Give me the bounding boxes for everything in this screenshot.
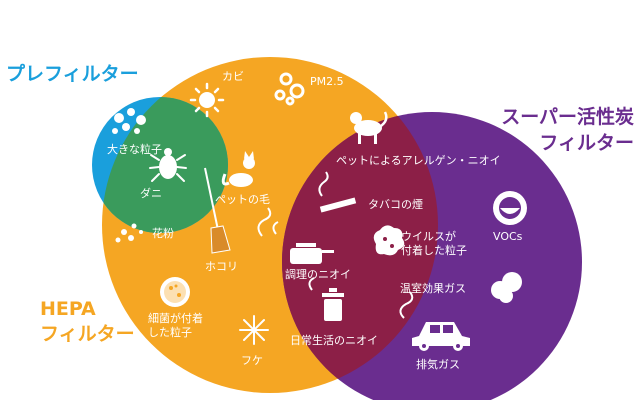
bacteria-label-line1: 細菌が付着 [148, 311, 203, 325]
vocs-icon [493, 191, 527, 225]
pet-allergen-label: ペットによるアレルゲン・ニオイ [336, 154, 501, 167]
bacteria-icon [160, 277, 190, 307]
dust-label: ホコリ [205, 260, 238, 273]
pollen-icon [115, 223, 143, 243]
pm25-label: PM2.5 [310, 75, 344, 88]
trash-can-icon [308, 277, 344, 321]
pet-hair-label: ペットの毛 [215, 193, 270, 206]
dog-icon [350, 111, 388, 144]
virus-label-line1: ウイルスが [401, 229, 456, 243]
virus-label-line2: 付着した粒子 [401, 243, 467, 257]
greenhouse-gas-icon [491, 272, 522, 303]
hepa-title-line1: HEPA [40, 298, 96, 320]
pm25-icon [274, 72, 305, 106]
hepa-carbon-overlap [282, 112, 438, 393]
cat-icon [221, 151, 255, 187]
carbon-title-line2: フィルター [539, 132, 634, 154]
daily-odor-label: 日常生活のニオイ [290, 333, 378, 347]
mite-icon [149, 148, 187, 182]
greenhouse-gas-label: 温室効果ガス [400, 281, 466, 295]
mold-icon [189, 82, 225, 118]
hepa-title-line2: フィルター [40, 323, 135, 345]
broom-icon [204, 167, 231, 254]
car-icon [399, 291, 470, 351]
pot-icon [257, 207, 334, 264]
mites-label: ダニ [140, 186, 162, 200]
bacteria-label-line2: した粒子 [148, 325, 192, 339]
dandruff-icon [239, 315, 269, 345]
tobacco-label: タバコの煙 [368, 198, 423, 211]
pollen-label: 花粉 [152, 227, 174, 240]
dandruff-label: フケ [241, 354, 263, 367]
large-particles-icon [112, 108, 146, 134]
vocs-label: VOCs [493, 230, 523, 243]
cooking-odor-label: 調理のニオイ [285, 267, 351, 281]
large-particles-label: 大きな粒子 [107, 142, 162, 156]
exhaust-gas-label: 排気ガス [416, 357, 460, 371]
carbon-title-line1: スーパー活性炭 [501, 105, 634, 128]
mold-label: カビ [222, 70, 244, 83]
cigarette-icon [318, 171, 357, 213]
prefilter-title: プレフィルター [6, 62, 139, 85]
virus-icon [373, 225, 405, 256]
